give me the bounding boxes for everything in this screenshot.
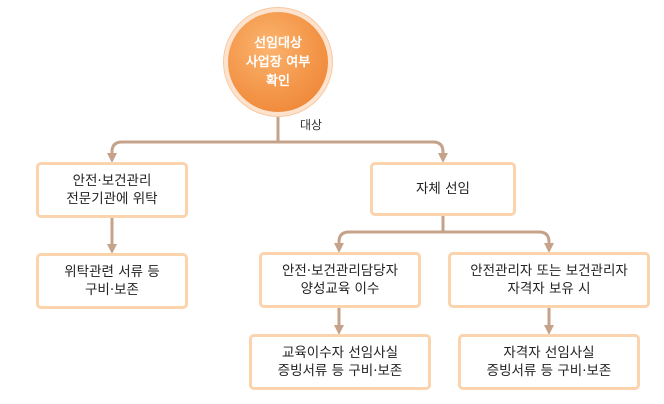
training-evidence-box: 교육이수자 선임사실 증빙서류 등 구비·보존 <box>249 334 431 390</box>
self-appointment-box: 자체 선임 <box>370 162 516 216</box>
delegation-documents-text: 위탁관련 서류 등 구비·보존 <box>64 264 160 298</box>
delegate-agency-text: 안전·보건관리 전문기관에 위탁 <box>66 173 158 207</box>
sub-split-right-arrow <box>441 230 554 253</box>
split-left-arrow <box>107 140 280 163</box>
qualified-person-text: 안전관리자 또는 보건관리자 자격자 보유 시 <box>470 263 628 297</box>
sub-split-left-arrow <box>334 230 445 253</box>
target-check-circle: 선임대상 사업장 여부 확인 <box>228 12 328 112</box>
target-check-text: 선임대상 사업장 여부 확인 <box>245 35 311 89</box>
qualification-evidence-box: 자격자 선임사실 증빙서류 등 구비·보존 <box>458 334 640 390</box>
split-right-arrow <box>276 140 448 163</box>
target-branch-label: 대상 <box>300 118 323 132</box>
manager-training-text: 안전·보건관리담당자 양성교육 이수 <box>281 263 399 297</box>
training-evidence-text: 교육이수자 선임사실 증빙서류 등 구비·보존 <box>277 345 403 379</box>
delegate-agency-box: 안전·보건관리 전문기관에 위탁 <box>36 162 188 218</box>
self-appointment-text: 자체 선임 <box>416 181 470 197</box>
qualified-person-box: 안전관리자 또는 보건관리자 자격자 보유 시 <box>448 252 650 308</box>
delegation-documents-box: 위탁관련 서류 등 구비·보존 <box>36 253 188 309</box>
qualification-evidence-text: 자격자 선임사실 증빙서류 등 구비·보존 <box>486 345 612 379</box>
manager-training-box: 안전·보건관리담당자 양성교육 이수 <box>259 252 421 308</box>
